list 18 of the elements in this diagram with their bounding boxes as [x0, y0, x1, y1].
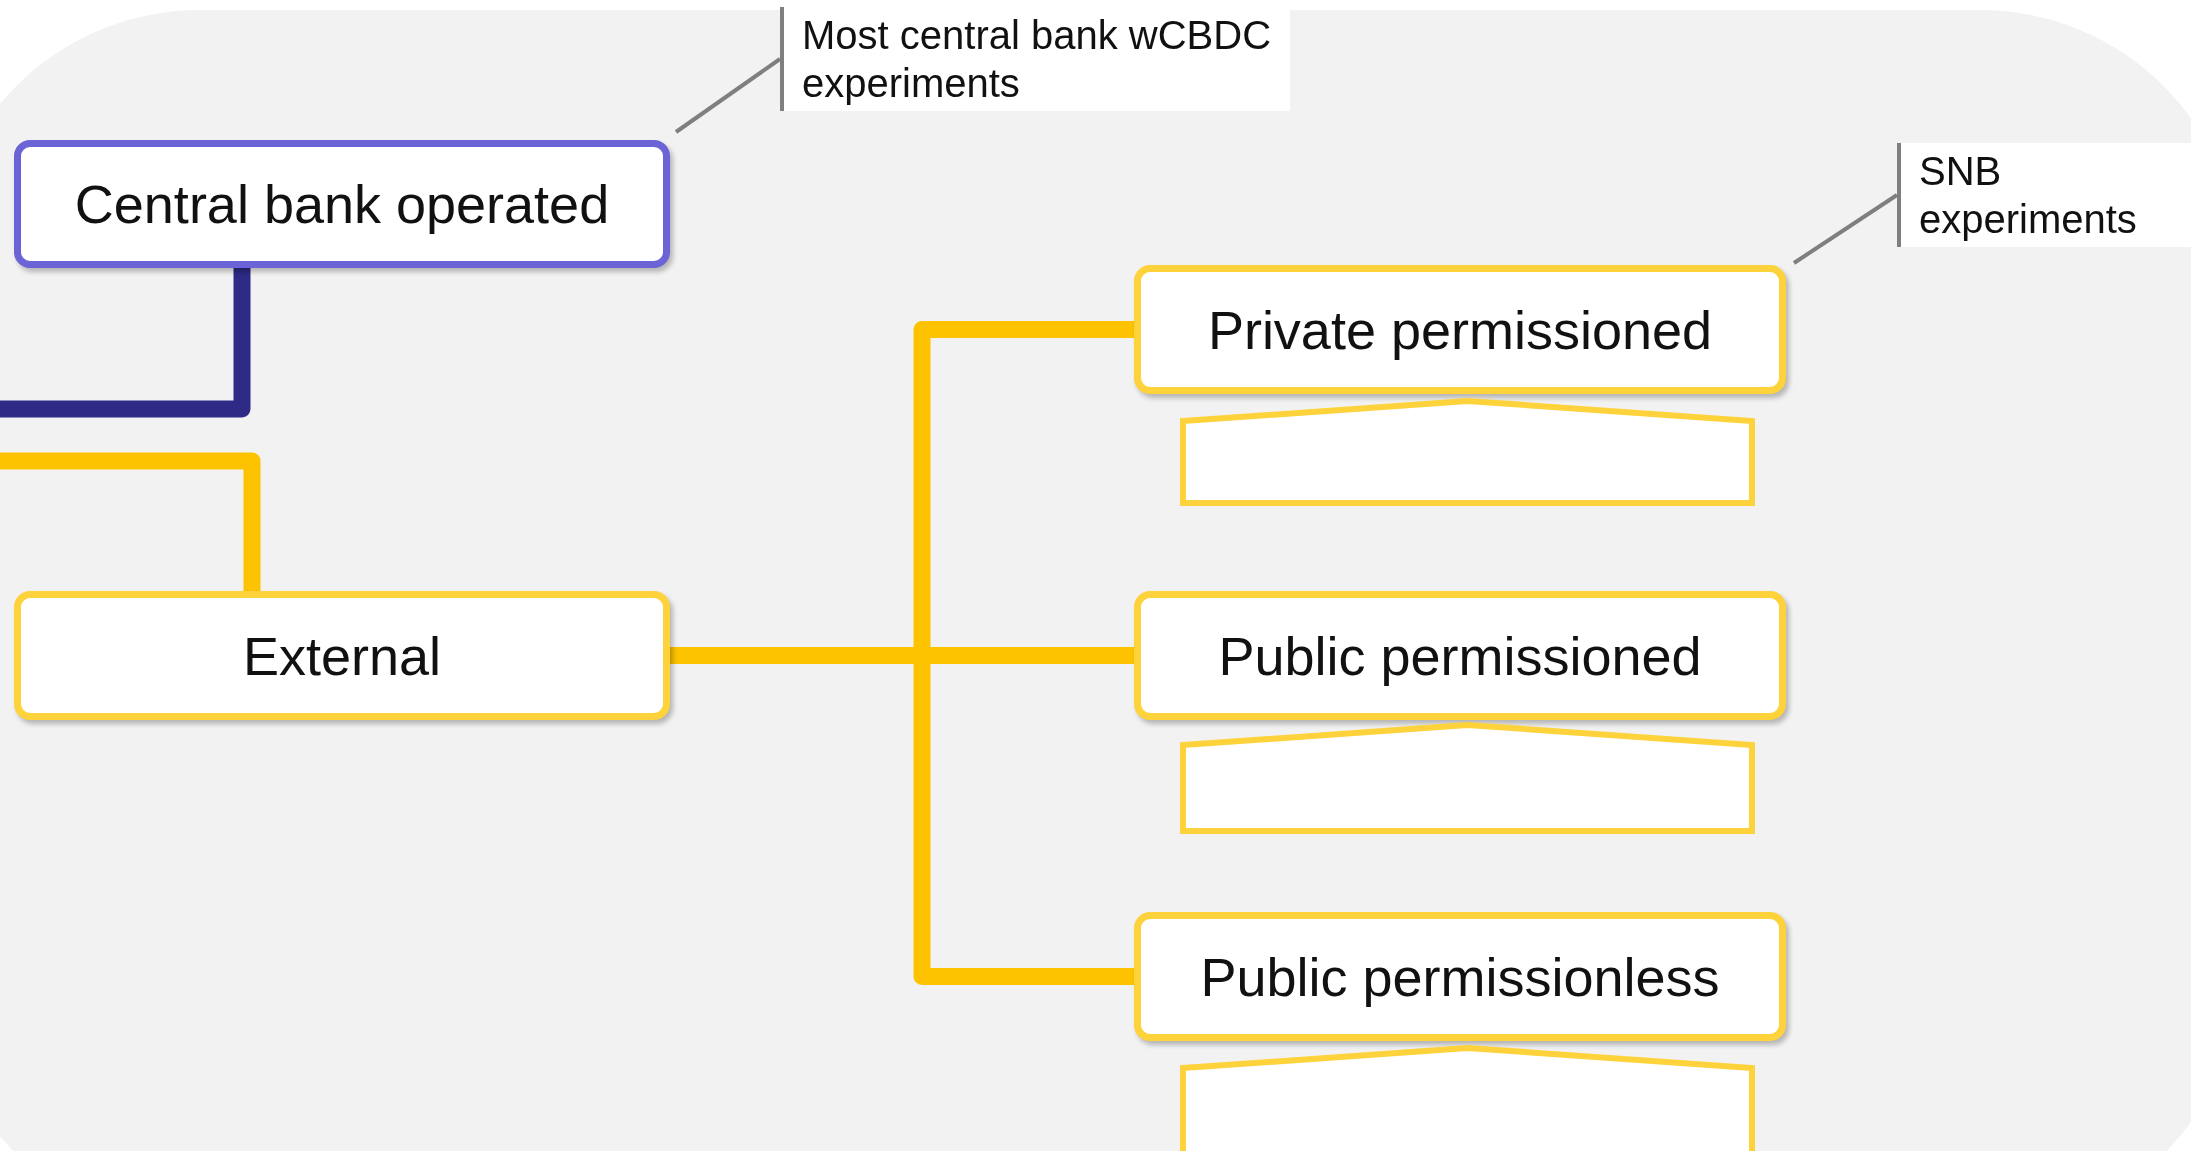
category-label: Public permissionless [1200, 945, 1720, 1008]
category-label: Public permissioned [1218, 624, 1702, 687]
note-text: Most central bank wCBDC experiments [802, 12, 1273, 107]
category-label: Private permissioned [1207, 298, 1713, 361]
category-label: External [242, 624, 442, 687]
category-box [14, 591, 670, 720]
note-box [780, 7, 1290, 111]
leader-line [674, 57, 782, 134]
connector-line [0, 452, 261, 591]
category-box [1134, 591, 1786, 720]
category-box [1134, 912, 1786, 1041]
category-label: Central bank operated [74, 173, 610, 235]
category-box [14, 140, 670, 268]
leader-line [1792, 193, 1899, 265]
connector-line [0, 268, 251, 418]
note-text: SNB experiments [1919, 148, 2138, 243]
category-box [1134, 265, 1786, 394]
note-box [1897, 143, 2191, 247]
